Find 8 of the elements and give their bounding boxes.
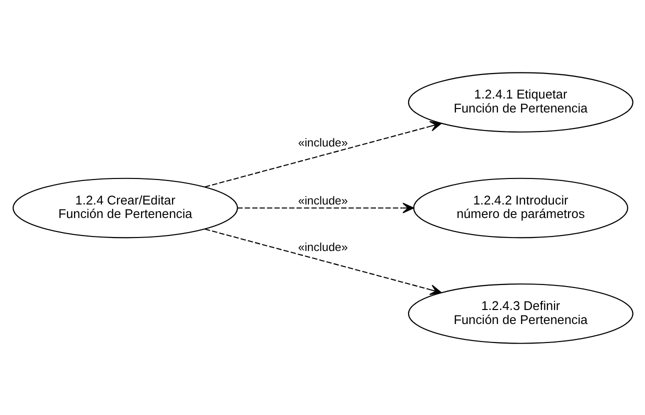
arrow [236, 202, 414, 213]
arrow [204, 228, 442, 294]
edge-label: «include» [298, 194, 348, 208]
node-ellipse: 1.2.4 Crear/Editar Función de Pertenencia [12, 177, 238, 238]
node-ellipse: 1.2.4.2 Introducir número de parámetros [412, 177, 628, 238]
arrow [204, 120, 442, 187]
edge-label: «include» [298, 136, 348, 149]
edge-label: «include» [298, 240, 348, 254]
